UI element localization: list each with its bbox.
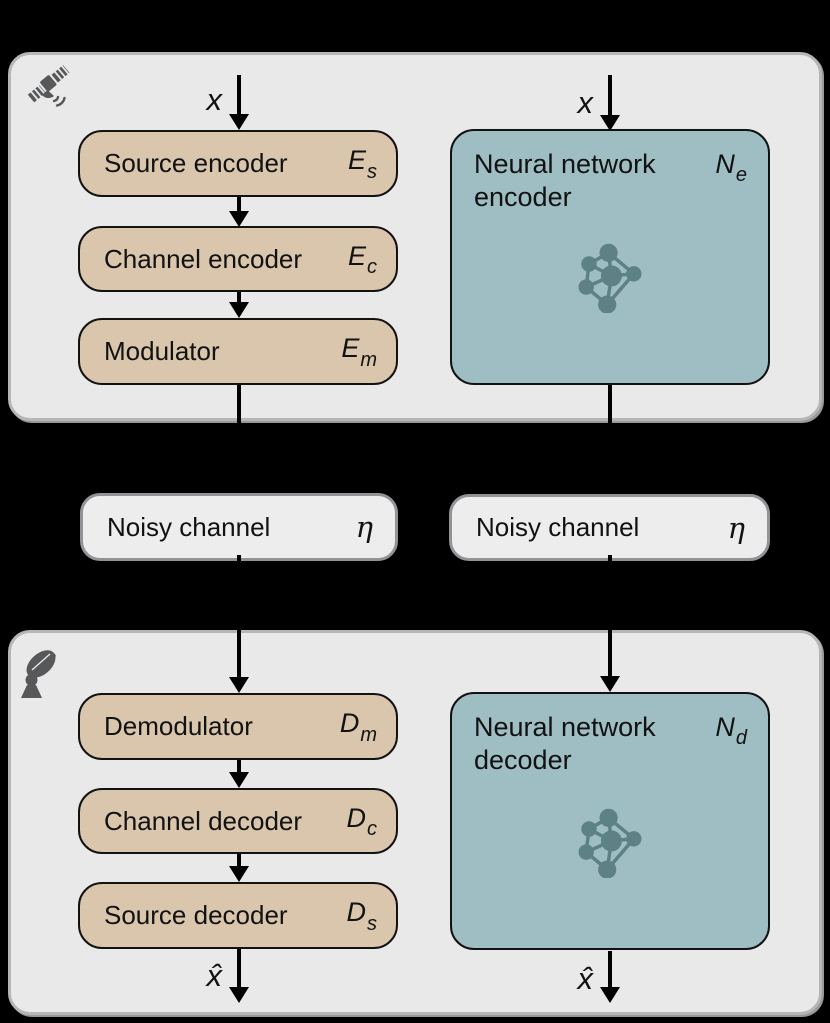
- box-label: Channel encoder: [104, 243, 303, 274]
- flow-arrow-head: [229, 211, 249, 227]
- flow-arrow-head: [600, 676, 620, 692]
- flow-arrow-line: [237, 385, 241, 423]
- output-signal-label: x̂: [577, 961, 594, 996]
- flow-arrow-head: [600, 115, 620, 131]
- flow-arrow-line: [237, 760, 241, 774]
- flow-line-stub: [608, 555, 612, 567]
- demodulator-box: Demodulator Dm: [78, 693, 398, 760]
- flow-arrow-line: [608, 75, 612, 115]
- box-symbol: Ec: [347, 240, 377, 279]
- box-symbol: Ds: [346, 897, 378, 935]
- box-label: Channel decoder: [104, 805, 303, 836]
- box-symbol: Dm: [339, 708, 377, 746]
- flow-arrow-line: [237, 197, 241, 212]
- flow-arrow-line: [608, 951, 612, 988]
- noisy-channel-box: Noisy channel η: [80, 493, 398, 561]
- box-label: Demodulator: [104, 711, 253, 741]
- flow-arrow-head: [229, 987, 249, 1003]
- flow-arrow-line: [608, 629, 612, 678]
- flow-arrow-head: [229, 302, 249, 318]
- modulator-box: Modulator Em: [78, 318, 398, 385]
- flow-arrow-line: [237, 949, 241, 988]
- flow-arrow-line: [237, 629, 241, 679]
- box-label: Source encoder: [104, 148, 288, 178]
- box-symbol: Dc: [346, 802, 378, 841]
- box-label: Modulator: [104, 336, 220, 366]
- flow-arrow-head: [229, 772, 249, 788]
- flow-arrow-line: [608, 385, 612, 423]
- neural-network-icon: [578, 808, 642, 878]
- noise-symbol: η: [355, 510, 373, 544]
- flow-arrow-head: [229, 866, 249, 882]
- flow-arrow-head: [600, 987, 620, 1003]
- box-label: Noisy channel: [107, 511, 271, 542]
- box-label-line1: Neural network: [474, 149, 656, 179]
- input-signal-label: x: [206, 82, 223, 117]
- channel-encoder-box: Channel encoder Ec: [78, 226, 398, 292]
- box-label-line1: Neural network: [474, 712, 656, 742]
- source-decoder-box: Source decoder Ds: [78, 882, 398, 949]
- input-signal-label: x: [577, 85, 594, 120]
- neural-network-icon: [578, 243, 642, 313]
- box-symbol: Em: [341, 333, 377, 371]
- flow-line-stub: [608, 487, 612, 499]
- noise-symbol: η: [727, 510, 745, 545]
- flow-arrow-line: [237, 854, 241, 868]
- box-label-line2: encoder: [474, 182, 572, 212]
- box-label: Source decoder: [104, 900, 288, 930]
- box-label: Noisy channel: [476, 512, 640, 542]
- satellite-icon: [27, 64, 70, 107]
- flow-arrow-line: [237, 75, 241, 115]
- dish-antenna-icon: [21, 650, 56, 698]
- source-encoder-box: Source encoder Es: [78, 130, 398, 197]
- flow-arrow-head: [229, 677, 249, 693]
- flow-arrow-head: [229, 114, 249, 130]
- box-symbol: Ne: [715, 149, 747, 187]
- output-signal-label: x̂: [206, 958, 223, 993]
- box-symbol: Es: [347, 145, 377, 183]
- channel-decoder-box: Channel decoder Dc: [78, 788, 398, 854]
- noisy-channel-box: Noisy channel η: [449, 494, 770, 561]
- box-label-line2: decoder: [474, 745, 572, 775]
- flow-line-stub: [237, 555, 241, 567]
- flow-arrow-line: [237, 292, 241, 304]
- box-symbol: Nd: [715, 712, 747, 750]
